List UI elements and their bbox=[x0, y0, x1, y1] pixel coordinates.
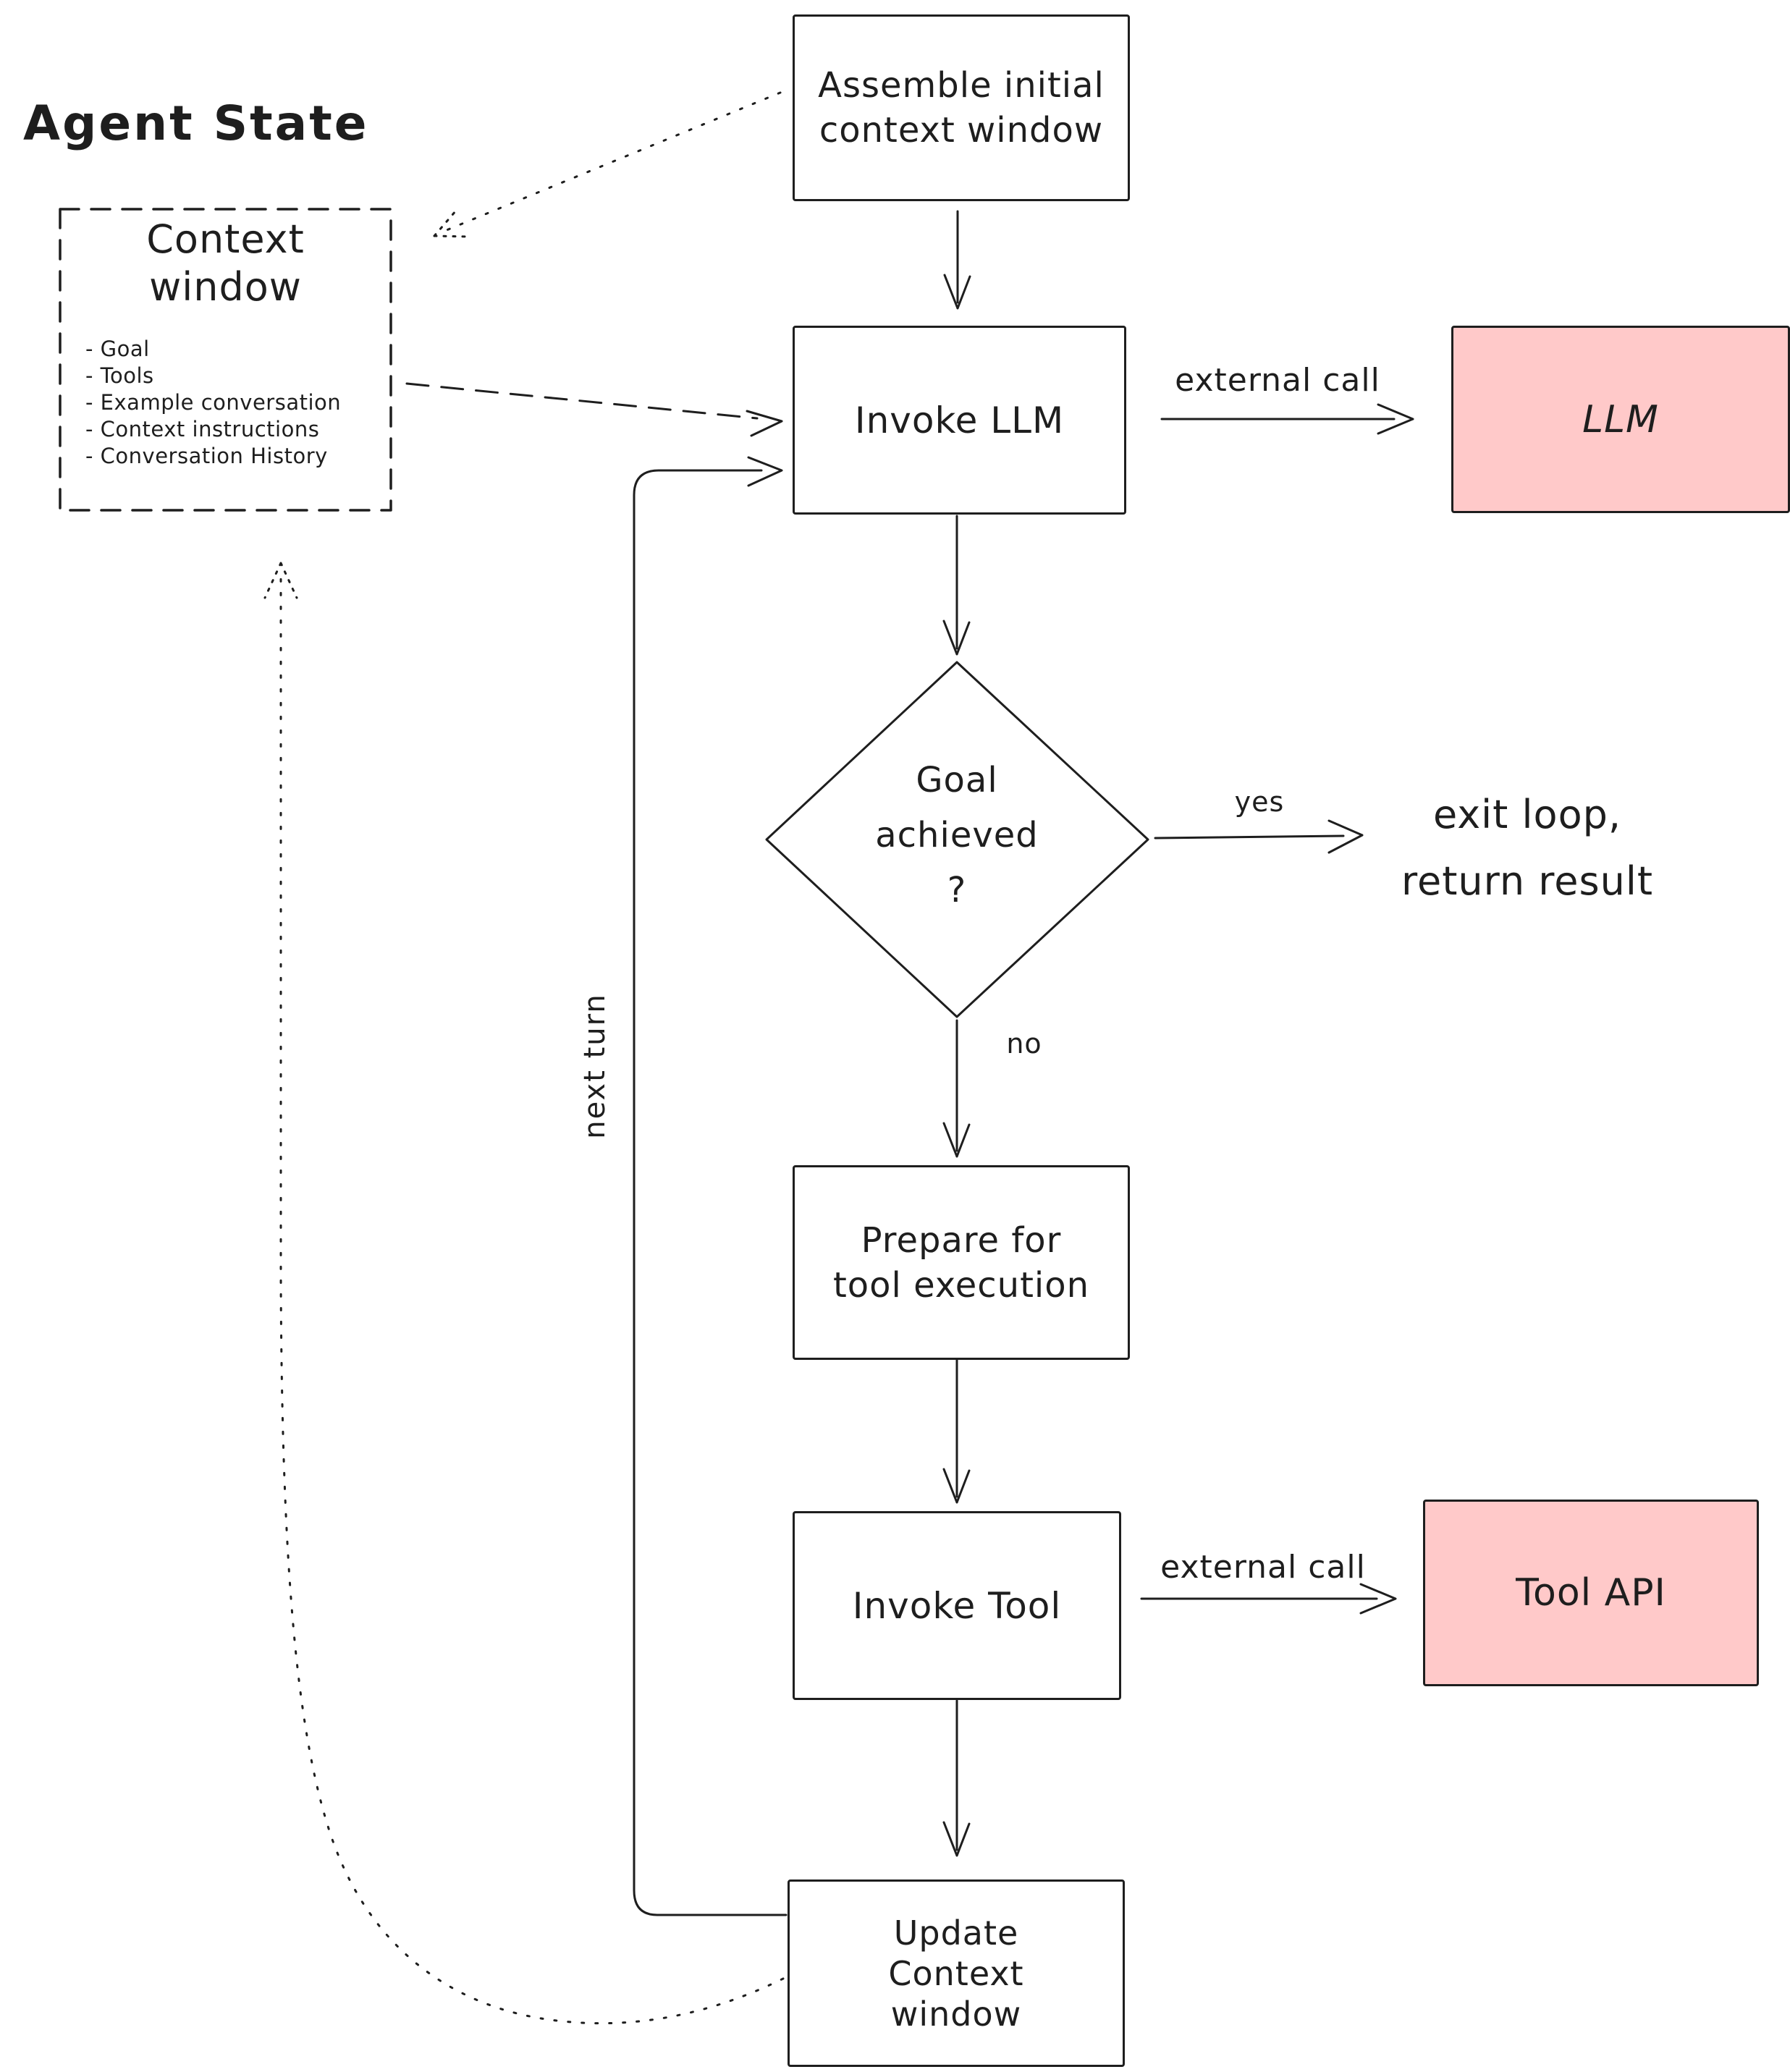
context-window-dashed-box bbox=[59, 208, 392, 512]
arrow-no bbox=[942, 1019, 971, 1158]
list-item: - Tools bbox=[85, 363, 154, 388]
arrow-context-to-invoke-llm bbox=[405, 382, 783, 437]
node-label: window bbox=[890, 1994, 1022, 2034]
list-item: - Conversation History bbox=[85, 444, 328, 468]
node-label: Assemble initial bbox=[818, 65, 1105, 106]
node-label: Prepare for bbox=[861, 1219, 1062, 1261]
node-tool-api-external: Tool API bbox=[1423, 1500, 1759, 1686]
list-item: - Example conversation bbox=[85, 390, 342, 415]
arrow-next-turn-loop bbox=[633, 456, 788, 1916]
node-label: Invoke Tool bbox=[852, 1584, 1062, 1627]
node-label: tool execution bbox=[832, 1264, 1090, 1306]
context-window-list: - Goal - Tools - Example conversation - … bbox=[85, 336, 341, 470]
node-update-context-window: Update Context window bbox=[788, 1879, 1125, 2067]
node-label: achieved bbox=[875, 815, 1039, 855]
list-item: - Goal bbox=[85, 337, 150, 361]
node-label: Update bbox=[893, 1913, 1019, 1953]
arrow-yes bbox=[1154, 819, 1364, 854]
node-label: LLM bbox=[1582, 397, 1659, 441]
arrow-invoke-llm-to-diamond bbox=[942, 515, 971, 656]
node-invoke-tool: Invoke Tool bbox=[793, 1511, 1121, 1700]
node-label: Context bbox=[888, 1953, 1024, 1993]
exit-loop-line2: return result bbox=[1401, 858, 1654, 904]
arrow-assemble-to-context bbox=[433, 91, 782, 238]
arrow-invoke-tool-to-update bbox=[942, 1699, 971, 1857]
arrow-external-call-llm bbox=[1160, 403, 1414, 435]
page-title: Agent State bbox=[23, 96, 369, 151]
exit-loop-text: exit loop, return result bbox=[1375, 782, 1679, 915]
arrow-assemble-to-invoke-llm bbox=[943, 210, 971, 310]
arrow-prepare-to-invoke-tool bbox=[942, 1358, 971, 1504]
arrow-update-to-context bbox=[263, 562, 785, 2025]
edge-label-yes: yes bbox=[1234, 786, 1285, 818]
node-invoke-llm: Invoke LLM bbox=[793, 326, 1126, 515]
node-assemble-initial-context: Assemble initial context window bbox=[793, 14, 1130, 201]
exit-loop-line1: exit loop, bbox=[1432, 792, 1622, 837]
goal-achieved-diamond-shape bbox=[765, 661, 1149, 1018]
edge-label-external-call-tool: external call bbox=[1160, 1549, 1366, 1586]
node-label: context window bbox=[819, 110, 1104, 151]
list-item: - Context instructions bbox=[85, 417, 320, 441]
arrow-external-call-tool bbox=[1140, 1583, 1397, 1615]
node-goal-achieved-label: Goal achieved ? bbox=[812, 753, 1102, 918]
node-label: Goal bbox=[916, 760, 998, 800]
edge-label-no: no bbox=[1006, 1028, 1042, 1060]
context-window-title: Context window bbox=[64, 216, 387, 311]
node-prepare-tool-execution: Prepare for tool execution bbox=[793, 1165, 1130, 1360]
context-window-title-line1: Context bbox=[146, 216, 305, 262]
context-window-title-line2: window bbox=[149, 264, 302, 310]
node-label: Tool API bbox=[1516, 1571, 1666, 1615]
node-label: Invoke LLM bbox=[854, 399, 1065, 441]
node-llm-external: LLM bbox=[1451, 326, 1790, 513]
edge-label-external-call-llm: external call bbox=[1175, 362, 1380, 399]
node-label: ? bbox=[947, 870, 967, 910]
edge-label-next-turn: next turn bbox=[578, 993, 612, 1139]
